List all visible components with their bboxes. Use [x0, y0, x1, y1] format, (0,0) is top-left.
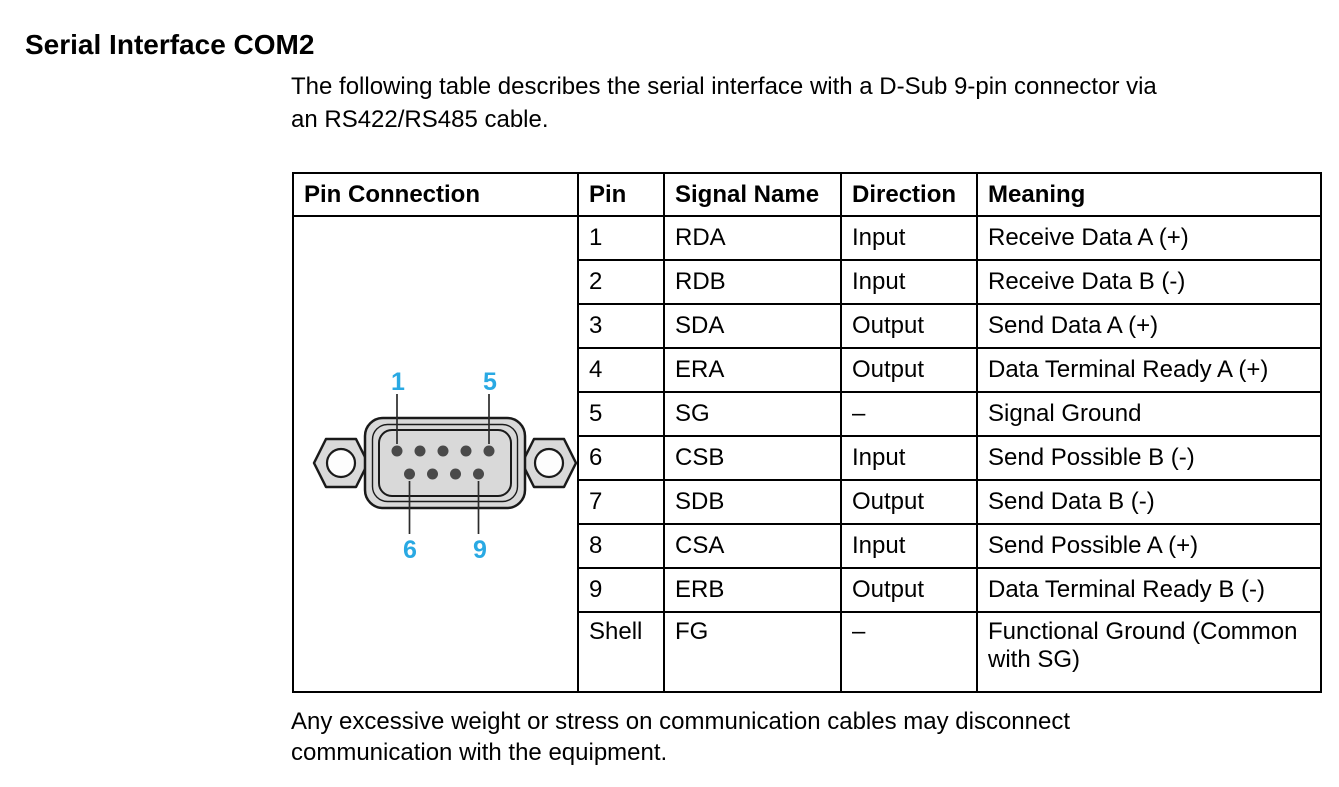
cell-direction: Output	[840, 347, 978, 393]
page-title: Serial Interface COM2	[25, 29, 315, 60]
pin-dot-5	[483, 445, 495, 456]
connector-body	[363, 416, 527, 509]
cell-signal: ERA	[663, 347, 842, 393]
cell-meaning: Send Data A (+)	[976, 303, 1322, 349]
footer-line-1: Any excessive weight or stress on commun…	[291, 708, 1071, 735]
header-signal-name: Signal Name	[663, 172, 842, 217]
footer-line-2: communication with the equipment.	[291, 739, 668, 766]
table-row: 5 SG – Signal Ground	[293, 391, 1322, 437]
pin-dot-9	[473, 468, 484, 479]
pinout-table: Pin Connection Pin Signal Name Direction…	[292, 172, 1322, 693]
header-pin: Pin	[577, 172, 665, 217]
cell-pin: Shell	[577, 611, 665, 693]
connector-inner-outline	[371, 423, 519, 502]
table-row: 7 SDB Output Send Data B (-)	[293, 479, 1322, 525]
pin-dot-1	[391, 445, 403, 456]
cell-meaning: Functional Ground (Common with SG)	[976, 611, 1322, 693]
cell-direction: –	[840, 391, 978, 437]
pin-label-6: 6	[403, 536, 417, 564]
intro-line-1: The following table describes the serial…	[291, 73, 1157, 100]
intro-line-2: an RS422/RS485 cable.	[291, 106, 549, 133]
pin-label-5: 5	[483, 368, 497, 396]
table-header-row: Pin Connection Pin Signal Name Direction…	[292, 172, 1322, 217]
cell-direction: Input	[840, 259, 978, 305]
cell-direction: Input	[840, 215, 978, 261]
pin-dot-4	[460, 445, 472, 456]
cell-meaning: Send Possible A (+)	[976, 523, 1322, 569]
table-row: 1 5 6 9 1 RDA Input Receive Data A (+)	[292, 215, 1322, 693]
cell-pin: 3	[577, 303, 665, 349]
table-row: 6 CSB Input Send Possible B (-)	[293, 435, 1322, 481]
cell-meaning: Receive Data B (-)	[976, 259, 1322, 305]
screw-hole-right	[533, 447, 565, 478]
cell-direction: Input	[840, 523, 978, 569]
cell-meaning: Send Possible B (-)	[976, 435, 1322, 481]
cell-signal: RDA	[663, 215, 842, 261]
header-direction: Direction	[840, 172, 978, 217]
cell-pin: 9	[577, 567, 665, 613]
footer-note: Any excessive weight or stress on commun…	[291, 706, 1070, 768]
screw-hole-left	[325, 447, 357, 478]
header-pin-connection: Pin Connection	[292, 172, 579, 217]
cell-signal: SDB	[663, 479, 842, 525]
cell-signal: CSB	[663, 435, 842, 481]
table-row: 2 RDB Input Receive Data B (-)	[293, 259, 1322, 305]
pin-dot-7	[427, 468, 438, 479]
cell-direction: Output	[840, 567, 978, 613]
dsub-9pin-connector-diagram: 1 5 6 9	[312, 368, 576, 564]
pin-connection-diagram-cell: 1 5 6 9	[292, 215, 579, 693]
cell-meaning: Send Data B (-)	[976, 479, 1322, 525]
pin-area-outline	[378, 428, 512, 497]
intro-paragraph: The following table describes the serial…	[291, 70, 1157, 136]
cell-signal: SG	[663, 391, 842, 437]
cell-pin: 1	[577, 215, 665, 261]
cell-pin: 5	[577, 391, 665, 437]
cell-meaning: Receive Data A (+)	[976, 215, 1322, 261]
table-row: 8 CSA Input Send Possible A (+)	[293, 523, 1322, 569]
pin-dot-8	[450, 468, 461, 479]
cell-pin: 6	[577, 435, 665, 481]
cell-pin: 2	[577, 259, 665, 305]
cell-signal: CSA	[663, 523, 842, 569]
table-row: 3 SDA Output Send Data A (+)	[293, 303, 1322, 349]
cell-direction: Output	[840, 303, 978, 349]
header-meaning: Meaning	[976, 172, 1322, 217]
cell-pin: 8	[577, 523, 665, 569]
table-row: 9 ERB Output Data Terminal Ready B (-)	[293, 567, 1322, 613]
pin-label-1: 1	[391, 368, 405, 396]
pin-dot-2	[414, 445, 426, 456]
cell-direction: –	[840, 611, 978, 693]
cell-pin: 4	[577, 347, 665, 393]
pin-dot-3	[437, 445, 449, 456]
cell-direction: Input	[840, 435, 978, 481]
cell-signal: RDB	[663, 259, 842, 305]
pin-dot-6	[404, 468, 415, 479]
table-row-shell: Shell FG – Functional Ground (Common wit…	[293, 611, 1322, 693]
cell-meaning: Data Terminal Ready A (+)	[976, 347, 1322, 393]
cell-pin: 7	[577, 479, 665, 525]
cell-meaning: Data Terminal Ready B (-)	[976, 567, 1322, 613]
table-row: 4 ERA Output Data Terminal Ready A (+)	[293, 347, 1322, 393]
cell-meaning: Signal Ground	[976, 391, 1322, 437]
cell-signal: ERB	[663, 567, 842, 613]
pin-label-9: 9	[473, 536, 487, 564]
cell-signal: FG	[663, 611, 842, 693]
cell-direction: Output	[840, 479, 978, 525]
cell-signal: SDA	[663, 303, 842, 349]
